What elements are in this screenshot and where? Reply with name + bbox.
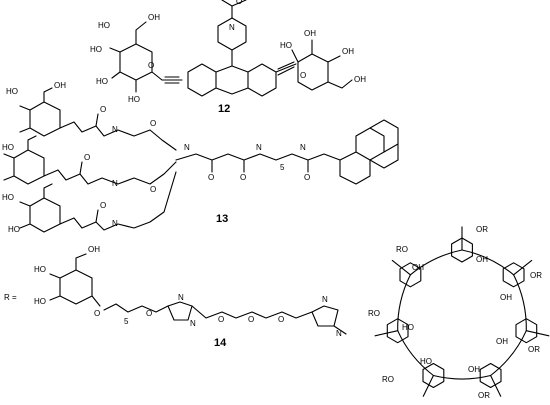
cd-or-label-1: OR (476, 225, 488, 234)
cd-ch2or-bond (391, 259, 411, 276)
cd-glycosidic-bond (397, 274, 411, 332)
cd-ch2or-bond (490, 374, 502, 397)
c13-o-label-7: O (240, 173, 246, 182)
cd-glucose-ring (451, 237, 473, 263)
cd-ch2or-bond (422, 374, 434, 397)
cd-or-label-2: OR (530, 271, 542, 280)
c13-nh-label-4: N (184, 143, 190, 152)
cd-ch2or-bond (374, 330, 399, 337)
c14-five-label: 5 (124, 317, 129, 326)
r-equals-label: R = (4, 293, 17, 302)
compound-14-structure: R = HO OH HO O 5 O N N O O O N N 14 (4, 245, 347, 349)
cd-glycosidic-bond (432, 374, 492, 380)
c12-oh-label-7: OH (342, 47, 354, 56)
compound-13-number: 13 (216, 213, 228, 225)
cd-glycosidic-bond (409, 249, 463, 276)
c14-o-label-4: O (248, 315, 254, 324)
cd-ch2or-bond (513, 259, 533, 276)
cd-ho-label-6: HO (420, 357, 432, 366)
c13-ho-label-1: HO (6, 87, 18, 96)
c13-ho-label-5: HO (8, 225, 20, 234)
c14-n-label-3: N (322, 295, 328, 304)
cd-glucose-ring (502, 262, 525, 288)
cd-oh-label-3: OH (500, 293, 512, 302)
c13-o-label-8: O (304, 173, 310, 182)
c13-five-label: 5 (280, 163, 285, 172)
c13-o-label-5: O (150, 185, 156, 194)
c13-nh-label-2: N (112, 179, 118, 188)
c14-o-label-3: O (218, 315, 224, 324)
c12-ho-label-8: HO (280, 41, 292, 50)
c14-ho-label-1: HO (34, 265, 46, 274)
cd-glycosidic-bond (461, 249, 515, 276)
c12-oh-label-9: OH (354, 75, 366, 84)
c13-nh-label-6: N (300, 143, 306, 152)
c14-oh-label-2: OH (88, 245, 100, 254)
cd-glucose-ring (479, 362, 502, 389)
c12-ho-label-3: HO (96, 77, 108, 86)
compound-14-number: 14 (214, 337, 227, 349)
c12-o-label-3: O (300, 71, 306, 80)
cd-glycosidic-bond (397, 330, 434, 377)
c13-o-label-1: O (100, 105, 106, 114)
c13-nh-label-1: N (112, 125, 118, 134)
c13-oh-label-2: OH (54, 81, 66, 90)
c12-oh-label-6: OH (304, 29, 316, 38)
c13-o-label-3: O (100, 201, 106, 210)
c14-o-label-5: O (278, 315, 284, 324)
cd-oh-label-7: OH (468, 365, 480, 374)
c12-o-label-1: O (148, 61, 154, 70)
c12-oh-label-1: HO (98, 21, 110, 30)
c12-o-label-2: O (236, 0, 242, 6)
cd-or-label-4: OR (478, 391, 490, 400)
compound-12-structure: HO HO HO HO OH O N O O OH OH HO OH 12 (90, 0, 366, 115)
cd-glucose-ring (515, 318, 538, 344)
c13-nh-label-3: N (112, 219, 118, 228)
c13-o-label-4: O (150, 119, 156, 128)
compound-12-number: 12 (218, 103, 230, 115)
cd-oh-label-1: OH (412, 263, 424, 272)
cd-oh-label-2: OH (476, 255, 488, 264)
c13-o-label-6: O (208, 173, 214, 182)
c14-o-label-2: O (146, 309, 152, 318)
cd-ho-label-4: HO (402, 323, 414, 332)
c14-n-label-4: N (336, 329, 342, 338)
cd-oh-label-5: OH (496, 337, 508, 346)
cd-glucose-ring (422, 362, 445, 389)
c14-n-label-2: N (190, 319, 196, 328)
c12-n-label: N (229, 23, 235, 32)
c13-ho-label-4: HO (2, 193, 14, 202)
cd-ch2or-bond (525, 330, 550, 337)
c12-ho-label-4: HO (128, 95, 140, 104)
cd-ro-label-3: RO (382, 375, 394, 384)
cd-ro-label-2: RO (368, 309, 380, 318)
c14-ho-label-3: HO (34, 297, 46, 306)
c13-o-label-2: O (84, 153, 90, 162)
cd-glycosidic-bond (513, 274, 527, 332)
c14-n-label-1: N (178, 293, 184, 302)
c12-oh-label-5: OH (148, 13, 160, 22)
c13-nh-label-5: N (256, 143, 262, 152)
cd-glycosidic-bond (490, 330, 527, 377)
c12-ho-label-2: HO (90, 45, 102, 54)
cyclodextrin-structure: RO OR OR RO OR RO OR OH OH OH HO OH HO O… (368, 225, 550, 400)
c13-ho-label-3: HO (2, 143, 14, 152)
cd-glucose-ring (399, 262, 422, 288)
cd-or-label-3: OR (528, 345, 540, 354)
c14-o-label-1: O (94, 309, 100, 318)
compound-13-structure: HO OH HO HO HO O O O N N N O O N O O N 5… (2, 81, 399, 234)
cd-ro-label-1: RO (396, 245, 408, 254)
cd-glucose-ring (386, 318, 409, 344)
